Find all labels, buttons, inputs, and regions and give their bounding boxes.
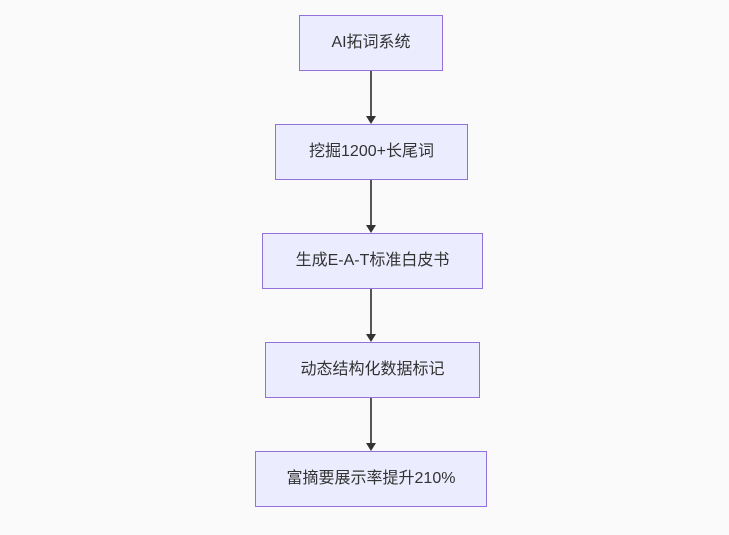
flow-arrow (366, 71, 376, 124)
arrow-line (370, 71, 372, 116)
arrow-line (370, 289, 372, 334)
flow-node-longtail-words: 挖掘1200+长尾词 (275, 124, 468, 180)
flow-arrow (366, 289, 376, 342)
arrow-line (370, 398, 372, 443)
arrow-head-icon (366, 443, 376, 451)
arrow-head-icon (366, 225, 376, 233)
flow-node-ai-system: AI拓词系统 (299, 15, 443, 71)
node-label: 挖掘1200+长尾词 (309, 143, 434, 161)
node-label: 生成E-A-T标准白皮书 (295, 252, 450, 270)
flow-node-eat-whitepaper: 生成E-A-T标准白皮书 (262, 233, 483, 289)
flow-node-rich-snippet-result: 富摘要展示率提升210% (255, 451, 487, 507)
arrow-line (370, 180, 372, 225)
flow-arrow (366, 180, 376, 233)
node-label: 富摘要展示率提升210% (286, 470, 456, 488)
arrow-head-icon (366, 116, 376, 124)
node-label: 动态结构化数据标记 (300, 361, 445, 379)
flow-node-structured-data: 动态结构化数据标记 (265, 342, 480, 398)
node-label: AI拓词系统 (331, 34, 411, 52)
arrow-head-icon (366, 334, 376, 342)
flow-arrow (366, 398, 376, 451)
